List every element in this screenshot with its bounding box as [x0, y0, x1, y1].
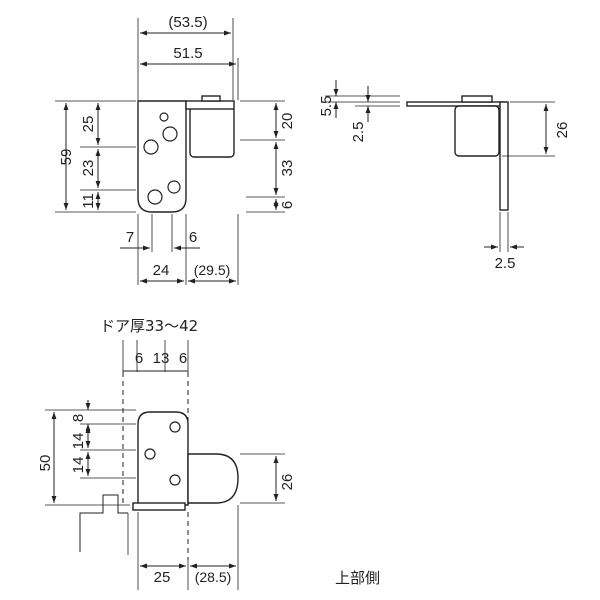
front-view: (53.5) 51.5 59 25 23 11 20 — [55, 14, 296, 285]
plan-dim-leaf-width: (28.5) — [195, 569, 232, 585]
dim-height-total: 59 — [58, 149, 75, 166]
plan-dim-left-total: 50 — [37, 455, 54, 472]
plan-dim-right-height: 26 — [279, 474, 296, 491]
plan-dim-left-c: 14 — [70, 457, 87, 474]
top-side-caption: 上部側 — [335, 569, 380, 587]
plan-dim-plate-width: 25 — [154, 569, 171, 586]
plan-dim-gap-c: 6 — [179, 350, 187, 367]
side-dim-thickness: 2.5 — [495, 255, 516, 272]
dim-seg-top: 25 — [80, 116, 97, 133]
side-pin-head — [461, 95, 493, 103]
hinge-knuckle — [189, 106, 235, 158]
dim-plate-width: 24 — [153, 262, 170, 279]
screw-hole — [144, 448, 156, 460]
screw-hole — [159, 112, 169, 122]
door-thickness-label: ドア厚33～42 — [100, 317, 198, 335]
hinge-top-cap — [185, 100, 235, 110]
screw-hole — [143, 139, 159, 155]
plan-view: ドア厚33～42 6 13 6 50 8 — [37, 317, 380, 590]
side-dim-top-b: 2.5 — [350, 122, 367, 143]
hinge-pin-head — [201, 95, 221, 102]
dim-right-top: 20 — [279, 113, 296, 130]
side-dim-height: 26 — [554, 122, 571, 139]
dim-hole-offset-right: 6 — [189, 229, 197, 246]
plan-dim-left-b: 14 — [70, 433, 87, 450]
dim-seg-mid: 23 — [80, 160, 97, 177]
screw-hole — [169, 474, 181, 486]
screw-hole — [169, 421, 181, 433]
screw-hole — [167, 180, 181, 194]
dim-leaf-width: (29.5) — [194, 262, 231, 278]
dim-width: 51.5 — [173, 45, 202, 62]
plan-dim-left-a: 8 — [70, 414, 87, 422]
screw-hole — [162, 126, 178, 142]
side-view: 5.5 2.5 26 2.5 — [318, 80, 571, 272]
screw-hole — [147, 189, 163, 205]
dim-right-mid: 33 — [279, 160, 296, 177]
dim-right-bottom: 6 — [279, 201, 296, 209]
plan-dim-gap-b: 13 — [153, 350, 170, 367]
plan-flange — [132, 502, 186, 511]
dim-hole-offset-left: 7 — [126, 229, 134, 246]
side-dim-top-a: 5.5 — [318, 96, 335, 117]
door-frame-profile — [79, 494, 128, 552]
plan-dim-gap-a: 6 — [135, 350, 143, 367]
dim-overall-width: (53.5) — [168, 14, 207, 31]
side-knuckle — [454, 105, 500, 157]
plan-knuckle — [187, 453, 239, 504]
dim-seg-bottom: 11 — [80, 193, 97, 209]
